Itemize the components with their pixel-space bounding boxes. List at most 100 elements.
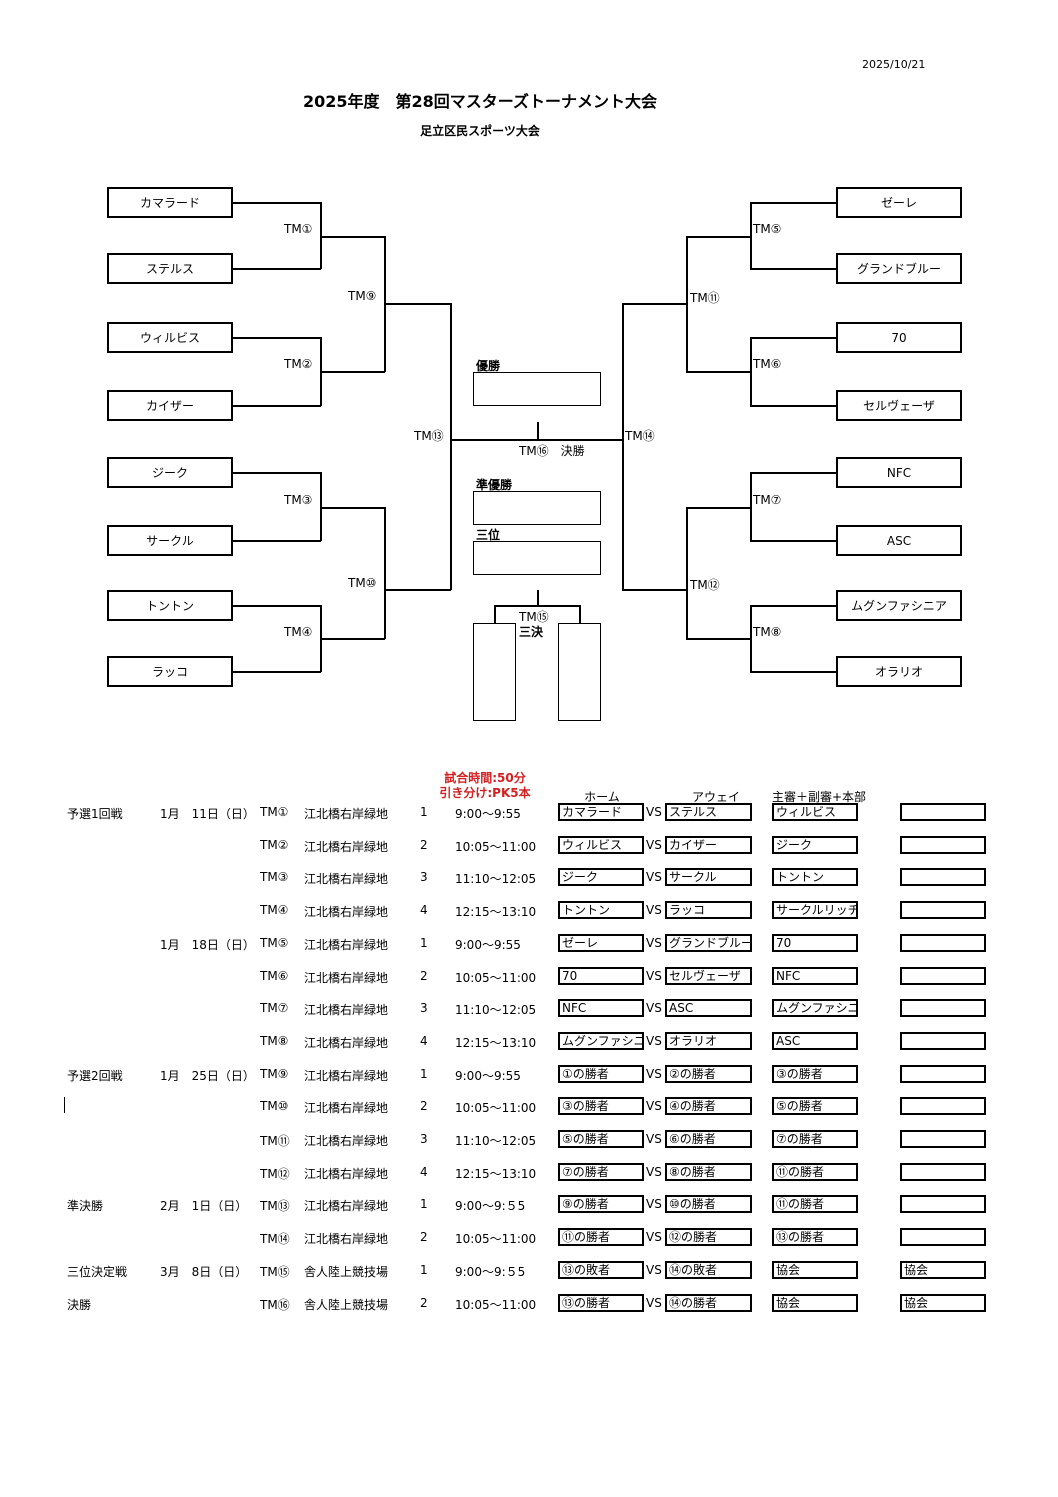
bracket-line <box>494 605 496 624</box>
venue-cell: 舎人陸上競技場 <box>304 1264 389 1279</box>
venue-cell: 江北橋右岸緑地 <box>304 1199 389 1214</box>
field-cell: 2 <box>420 837 428 852</box>
bracket-line <box>233 268 321 270</box>
bracket-line <box>750 268 837 270</box>
time-cell: 9:00～9:５5 <box>455 1199 526 1214</box>
bracket-line <box>750 337 837 339</box>
note-match-time: 試合時間:50分 <box>444 771 526 785</box>
extra-cell <box>900 1064 986 1083</box>
page-title: 2025年度 第28回マスターズトーナメント大会 <box>303 92 657 111</box>
time-cell: 12:15～13:10 <box>455 1035 537 1050</box>
time-cell: 9:00～9:55 <box>455 937 521 952</box>
round-cell: 三位決定戦 <box>67 1264 128 1279</box>
venue-cell: 江北橋右岸緑地 <box>304 937 389 952</box>
date-cell: 2月 1日（日） <box>160 1199 248 1214</box>
bracket-line <box>233 337 321 339</box>
time-cell: 10:05～11:00 <box>455 1232 537 1247</box>
match-cell: TM③ <box>260 870 289 885</box>
home-team-cell: ⑨の勝者 <box>558 1195 644 1214</box>
bracket-line <box>686 638 751 640</box>
referee-cell: ⑪の勝者 <box>772 1195 858 1214</box>
away-team-cell: ⑭の敗者 <box>665 1260 752 1279</box>
bracket-team-left-3: ウィルビス <box>107 322 233 353</box>
match-cell: TM⑥ <box>260 968 289 983</box>
match-cell: TM⑭ <box>260 1232 290 1247</box>
match-rules-note: 試合時間:50分 引き分け:PK5本 <box>420 771 550 801</box>
match-label-tm7: TM⑦ <box>753 493 782 507</box>
home-team-cell: ⑬の勝者 <box>558 1293 644 1312</box>
venue-cell: 江北橋右岸緑地 <box>304 1003 389 1018</box>
time-cell: 10:05～11:00 <box>455 839 537 854</box>
extra-cell <box>900 933 986 952</box>
away-team-cell: グランドブルー <box>665 933 752 952</box>
bracket-line <box>686 507 688 639</box>
header-home: ホーム <box>584 790 620 804</box>
referee-cell: ウィルビス <box>772 803 858 821</box>
bracket-line <box>233 405 321 407</box>
venue-cell: 江北橋右岸緑地 <box>304 1232 389 1247</box>
field-cell: 4 <box>420 1033 428 1048</box>
bracket-line <box>233 472 321 474</box>
vs-cell: VS <box>646 1132 662 1146</box>
vs-cell: VS <box>646 968 662 983</box>
venue-cell: 江北橋右岸緑地 <box>304 1068 389 1083</box>
match-label-third: TM⑮ <box>519 610 549 624</box>
referee-cell: ⑬の勝者 <box>772 1228 858 1247</box>
match-label-tm11: TM⑪ <box>690 291 720 305</box>
field-cell: 1 <box>420 1262 428 1277</box>
round-cell: 準決勝 <box>67 1199 104 1214</box>
field-cell: 2 <box>420 1099 428 1114</box>
bracket-line <box>579 605 581 624</box>
bracket-team-right-3: 70 <box>836 322 962 353</box>
round-cell: 予選2回戦 <box>67 1068 123 1083</box>
venue-cell: 江北橋右岸緑地 <box>304 905 389 920</box>
venue-cell: 江北橋右岸緑地 <box>304 1166 389 1181</box>
winner-label: 優勝 <box>476 359 501 373</box>
referee-cell: ③の勝者 <box>772 1064 858 1083</box>
extra-cell <box>900 835 986 854</box>
bracket-line <box>233 202 321 204</box>
time-cell: 11:10～12:05 <box>455 872 537 887</box>
referee-cell: 協会 <box>772 1260 858 1279</box>
bracket-line <box>233 540 321 542</box>
bracket-line <box>686 236 751 238</box>
bracket-team-left-7: トントン <box>107 590 233 621</box>
bracket-line <box>320 236 385 238</box>
match-label-tm8: TM⑧ <box>753 625 782 639</box>
match-label-final: TM⑯ 決勝 <box>519 444 585 458</box>
extra-cell <box>900 966 986 985</box>
bracket-line <box>750 405 837 407</box>
bracket-team-left-6: サークル <box>107 525 233 556</box>
match-cell: TM⑮ <box>260 1264 290 1279</box>
vs-cell: VS <box>646 1230 662 1245</box>
vs-cell: VS <box>646 1066 662 1081</box>
vs-cell: VS <box>646 1001 662 1016</box>
match-label-tm10: TM⑩ <box>348 576 377 590</box>
vs-cell: VS <box>646 1262 662 1277</box>
away-team-cell: ⑩の勝者 <box>665 1195 752 1214</box>
venue-cell: 江北橋右岸緑地 <box>304 872 389 887</box>
extra-cell <box>900 1228 986 1247</box>
referee-cell: ⑤の勝者 <box>772 1097 858 1116</box>
match-cell: TM⑪ <box>260 1134 290 1148</box>
venue-cell: 江北橋右岸緑地 <box>304 1035 389 1050</box>
bracket-line <box>750 540 837 542</box>
away-team-cell: ⑫の勝者 <box>665 1228 752 1247</box>
bracket-line <box>384 589 451 591</box>
referee-cell: ⑪の勝者 <box>772 1162 858 1181</box>
bracket-line <box>622 303 687 305</box>
winner-box <box>473 372 601 406</box>
extra-cell <box>900 803 986 821</box>
home-team-cell: ⑤の勝者 <box>558 1130 644 1148</box>
home-team-cell: ①の勝者 <box>558 1064 644 1083</box>
field-cell: 1 <box>420 1197 428 1212</box>
match-cell: TM① <box>260 805 289 819</box>
match-label-tm1: TM① <box>284 222 313 236</box>
time-cell: 10:05～11:00 <box>455 970 537 985</box>
extra-cell <box>900 1097 986 1116</box>
match-label-tm9: TM⑨ <box>348 289 377 303</box>
time-cell: 11:10～12:05 <box>455 1003 537 1018</box>
referee-cell: 70 <box>772 933 858 952</box>
vs-cell: VS <box>646 1295 662 1310</box>
vs-cell: VS <box>646 837 662 852</box>
